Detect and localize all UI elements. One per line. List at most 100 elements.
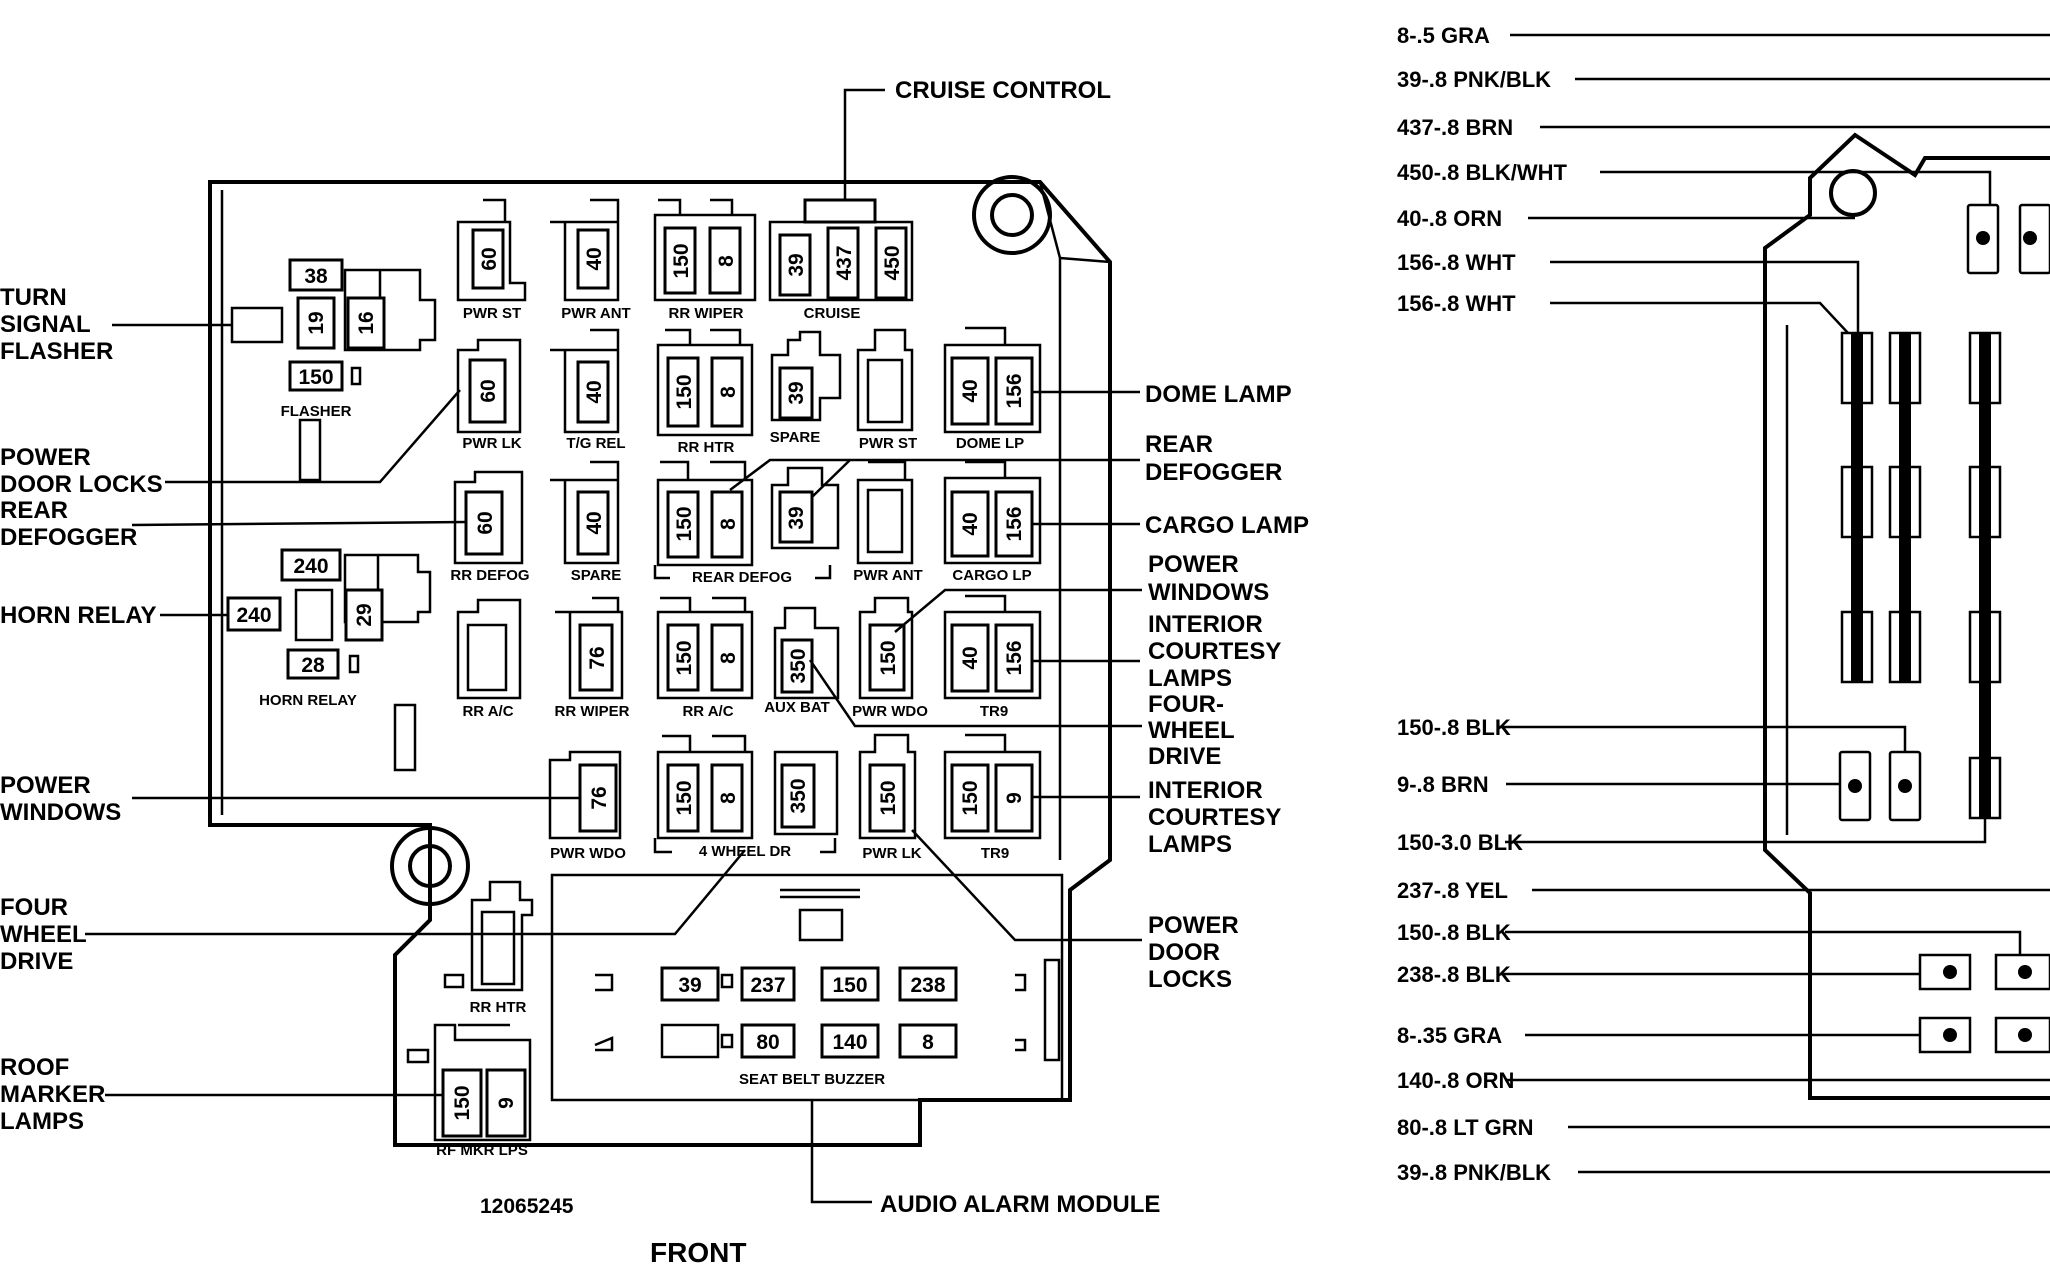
fuse-number: 19 xyxy=(305,311,328,334)
fuse-number: 76 xyxy=(586,646,609,669)
callout-turn-signal: SIGNAL xyxy=(0,311,91,338)
callout-rear-defogger-right: DEFOGGER xyxy=(1145,459,1282,486)
slot-label: PWR ST xyxy=(859,435,917,452)
fuse-number: 38 xyxy=(304,265,328,288)
wire-label: 140-.8 ORN xyxy=(1397,1068,1514,1093)
wire-label: 39-.8 PNK/BLK xyxy=(1397,67,1551,92)
wire-label: 40-.8 ORN xyxy=(1397,206,1502,231)
fuse-block-outline xyxy=(208,175,1112,1147)
fuse-group-rr-ac-2: 150 8 RR A/C xyxy=(656,596,754,720)
slot-label: SPARE xyxy=(571,567,622,584)
fuse-group-rr-htr-2: RR HTR xyxy=(443,880,534,1016)
slot-label: SEAT BELT BUZZER xyxy=(739,1071,885,1088)
fuse-number: 40 xyxy=(959,646,982,669)
callout-turn-signal: TURN xyxy=(0,284,67,311)
fuse-number: 150 xyxy=(673,506,696,541)
wire-label: 150-3.0 BLK xyxy=(1397,830,1523,855)
right-callouts: CRUISE CONTROL DOME LAMP REAR DEFOGGER C… xyxy=(729,77,1309,1218)
callout-power-windows-right: POWER xyxy=(1148,551,1239,578)
slot-label: TR9 xyxy=(981,845,1009,862)
fuse-number: 8 xyxy=(717,386,740,398)
callout-power-door-locks-right: POWER xyxy=(1148,912,1239,939)
slot-label: DOME LP xyxy=(956,435,1024,452)
callout-rear-defogger-right: REAR xyxy=(1145,431,1213,458)
wire-label: 8-.5 GRA xyxy=(1397,23,1490,48)
fuse-group-rr-defog: 60 RR DEFOG xyxy=(450,470,530,584)
fuse-group-four-wheel-dr: 150 8 350 4 WHEEL DR xyxy=(653,734,839,860)
callout-cargo-lamp: CARGO LAMP xyxy=(1145,512,1309,539)
fuse-number: 39 xyxy=(678,974,701,997)
fuse-group-tg-rel: 40 T/G REL xyxy=(550,328,626,452)
fuse-number: 40 xyxy=(959,512,982,535)
fuse-group-cruise: 39 437 450 CRUISE xyxy=(768,198,914,322)
fuse-number: 76 xyxy=(588,786,611,809)
callout-cruise-control: CRUISE CONTROL xyxy=(895,77,1111,104)
callout-power-door-locks-right: DOOR xyxy=(1148,939,1220,966)
callout-four-wheel-right: DRIVE xyxy=(1148,743,1221,770)
fuse-group-rr-ac-1: RR A/C xyxy=(456,598,522,720)
callout-four-wheel-right: WHEEL xyxy=(1148,717,1235,744)
fuse-number: 156 xyxy=(1003,640,1026,675)
fuse-number: 150 xyxy=(673,780,696,815)
fuse-number: 28 xyxy=(301,654,325,677)
fuse-group-horn-relay: 240 240 29 28 HORN RELAY xyxy=(226,548,432,709)
fuse-number: 150 xyxy=(959,780,982,815)
fuse-number: 237 xyxy=(750,974,785,997)
callout-interior-courtesy-1: COURTESY xyxy=(1148,638,1281,665)
wire-label: 450-.8 BLK/WHT xyxy=(1397,160,1567,185)
slot-label: FLASHER xyxy=(281,403,352,420)
callout-audio-alarm: AUDIO ALARM MODULE xyxy=(880,1191,1160,1218)
fuse-number: 140 xyxy=(832,1031,867,1054)
callout-power-windows: WINDOWS xyxy=(0,799,121,826)
fuse-number: 16 xyxy=(355,311,378,334)
fuse-number: 8 xyxy=(717,652,740,664)
fuse-group-rr-wiper-1: 150 8 RR WIPER xyxy=(653,198,757,322)
fuse-group-pwr-wdo-2: 76 PWR WDO xyxy=(548,750,626,862)
fuse-group-rf-mkr: 150 9 RF MKR LPS xyxy=(406,1023,532,1159)
wire-label: 150-.8 BLK xyxy=(1397,715,1511,740)
fuse-number: 450 xyxy=(881,245,904,280)
slot-label: PWR LK xyxy=(462,435,521,452)
wire-label: 437-.8 BRN xyxy=(1397,115,1513,140)
fuse-number: 238 xyxy=(910,974,945,997)
fuse-number: 9 xyxy=(1003,792,1026,804)
callout-four-wheel-drive: DRIVE xyxy=(0,948,73,975)
fuse-group-rear-defog-39: 39 xyxy=(770,466,840,550)
fuse-group-dome-lp: 40 156 DOME LP xyxy=(943,326,1042,452)
slot-label: RR HTR xyxy=(678,439,735,456)
callout-interior-courtesy-2: LAMPS xyxy=(1148,831,1232,858)
slot-label: RR A/C xyxy=(462,703,513,720)
fuse-group-rr-wiper-2: 76 RR WIPER xyxy=(555,596,630,720)
fuse-group-flasher: 38 19 16 150 FLASHER xyxy=(230,258,437,420)
fuse-group-cargo-lp: 40 156 CARGO LP xyxy=(943,460,1042,584)
fuse-number: 350 xyxy=(787,778,810,813)
relay-slot xyxy=(298,418,322,482)
fuse-number: 156 xyxy=(1003,506,1026,541)
slot-label: T/G REL xyxy=(566,435,625,452)
fuse-number: 156 xyxy=(1003,373,1026,408)
fuse-group-pwr-wdo-1: 150 PWR WDO xyxy=(852,596,928,720)
callout-turn-signal: FLASHER xyxy=(0,338,113,365)
slot-label: RR WIPER xyxy=(669,305,744,322)
wire-label: 237-.8 YEL xyxy=(1397,878,1508,903)
fuse-number: 80 xyxy=(756,1031,779,1054)
callout-rear-defogger: DEFOGGER xyxy=(0,524,137,551)
callout-interior-courtesy-2: COURTESY xyxy=(1148,804,1281,831)
wire-label: 156-.8 WHT xyxy=(1397,291,1516,316)
fuse-number: 350 xyxy=(787,648,810,683)
fuse-number: 60 xyxy=(474,511,497,534)
fuse-number: 150 xyxy=(451,1085,474,1120)
callout-interior-courtesy-1: INTERIOR xyxy=(1148,611,1263,638)
callout-four-wheel-right: FOUR- xyxy=(1148,691,1224,718)
callout-power-windows: POWER xyxy=(0,772,91,799)
fuse-number: 150 xyxy=(673,374,696,409)
fuse-group-pwr-st-1: 60 PWR ST xyxy=(456,198,527,322)
fuse-number: 40 xyxy=(959,379,982,402)
fuse-number: 8 xyxy=(715,255,738,267)
callout-power-door-locks-right: LOCKS xyxy=(1148,966,1232,993)
fuse-number: 60 xyxy=(477,379,500,402)
fuse-number: 40 xyxy=(583,380,606,403)
wire-label: 39-.8 PNK/BLK xyxy=(1397,1160,1551,1185)
seat-belt-buzzer-module: 39 237 150 238 80 140 8 SEAT BELT BUZZER xyxy=(594,958,1061,1088)
wire-label: 80-.8 LT GRN xyxy=(1397,1115,1534,1140)
